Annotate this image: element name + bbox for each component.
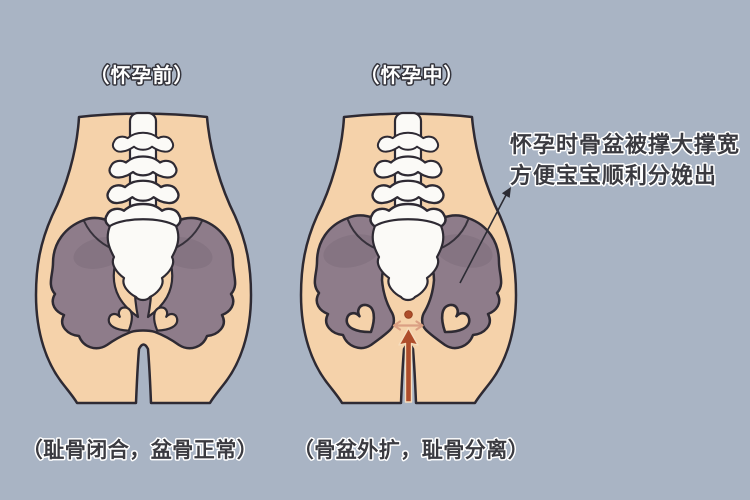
pointer-line	[459, 194, 507, 284]
separation-marker	[392, 310, 424, 403]
annotation-pointer	[459, 187, 511, 284]
figure-before-pregnancy	[34, 113, 253, 405]
caption-during-pregnancy: （骨盆外扩，耻骨分离）	[293, 438, 530, 462]
figure-during-pregnancy	[299, 113, 518, 405]
title-during-pregnancy: （怀孕中）	[360, 63, 465, 87]
separation-dot	[404, 310, 413, 319]
caption-before-pregnancy: （耻骨闭合，盆骨正常）	[22, 438, 259, 462]
annotation-line-2: 方便宝宝顺利分娩出	[510, 163, 717, 189]
title-before-pregnancy: （怀孕前）	[90, 63, 195, 87]
up-arrow-icon	[398, 327, 419, 403]
pointer-arrowhead-icon	[501, 187, 511, 198]
spread-arrow-icon	[392, 320, 424, 331]
annotation-line-1: 怀孕时骨盆被撑大撑宽	[510, 132, 740, 158]
